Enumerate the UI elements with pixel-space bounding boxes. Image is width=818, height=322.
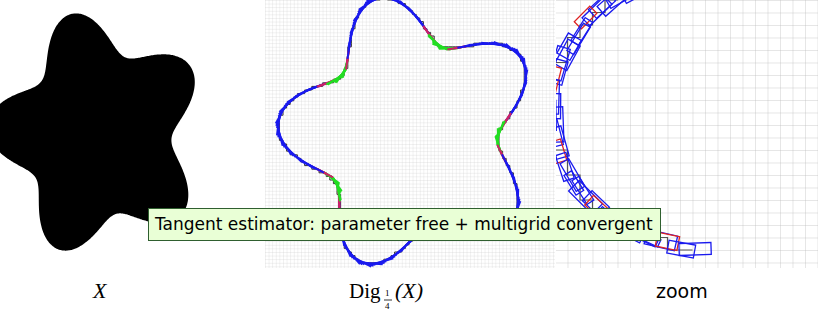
argument-label: (X) [395,280,423,302]
tangent-box [556,100,557,130]
tangent-box [679,242,711,255]
subscript-denominator: 4 [385,302,390,311]
banner-text: Tangent estimator: parameter free + mult… [155,214,654,234]
tangent-segment [366,0,385,1]
tangent-box [556,107,564,143]
subscript-numerator: 1 [385,289,390,298]
zoom-label: zoom [656,282,708,301]
fraction-bar [384,300,392,301]
set-label: X [93,280,106,302]
tangent-segment [497,122,504,140]
banner-box: Tangent estimator: parameter free + mult… [148,208,661,241]
tangent-box [556,139,567,164]
operator-label: Dig [349,281,381,302]
